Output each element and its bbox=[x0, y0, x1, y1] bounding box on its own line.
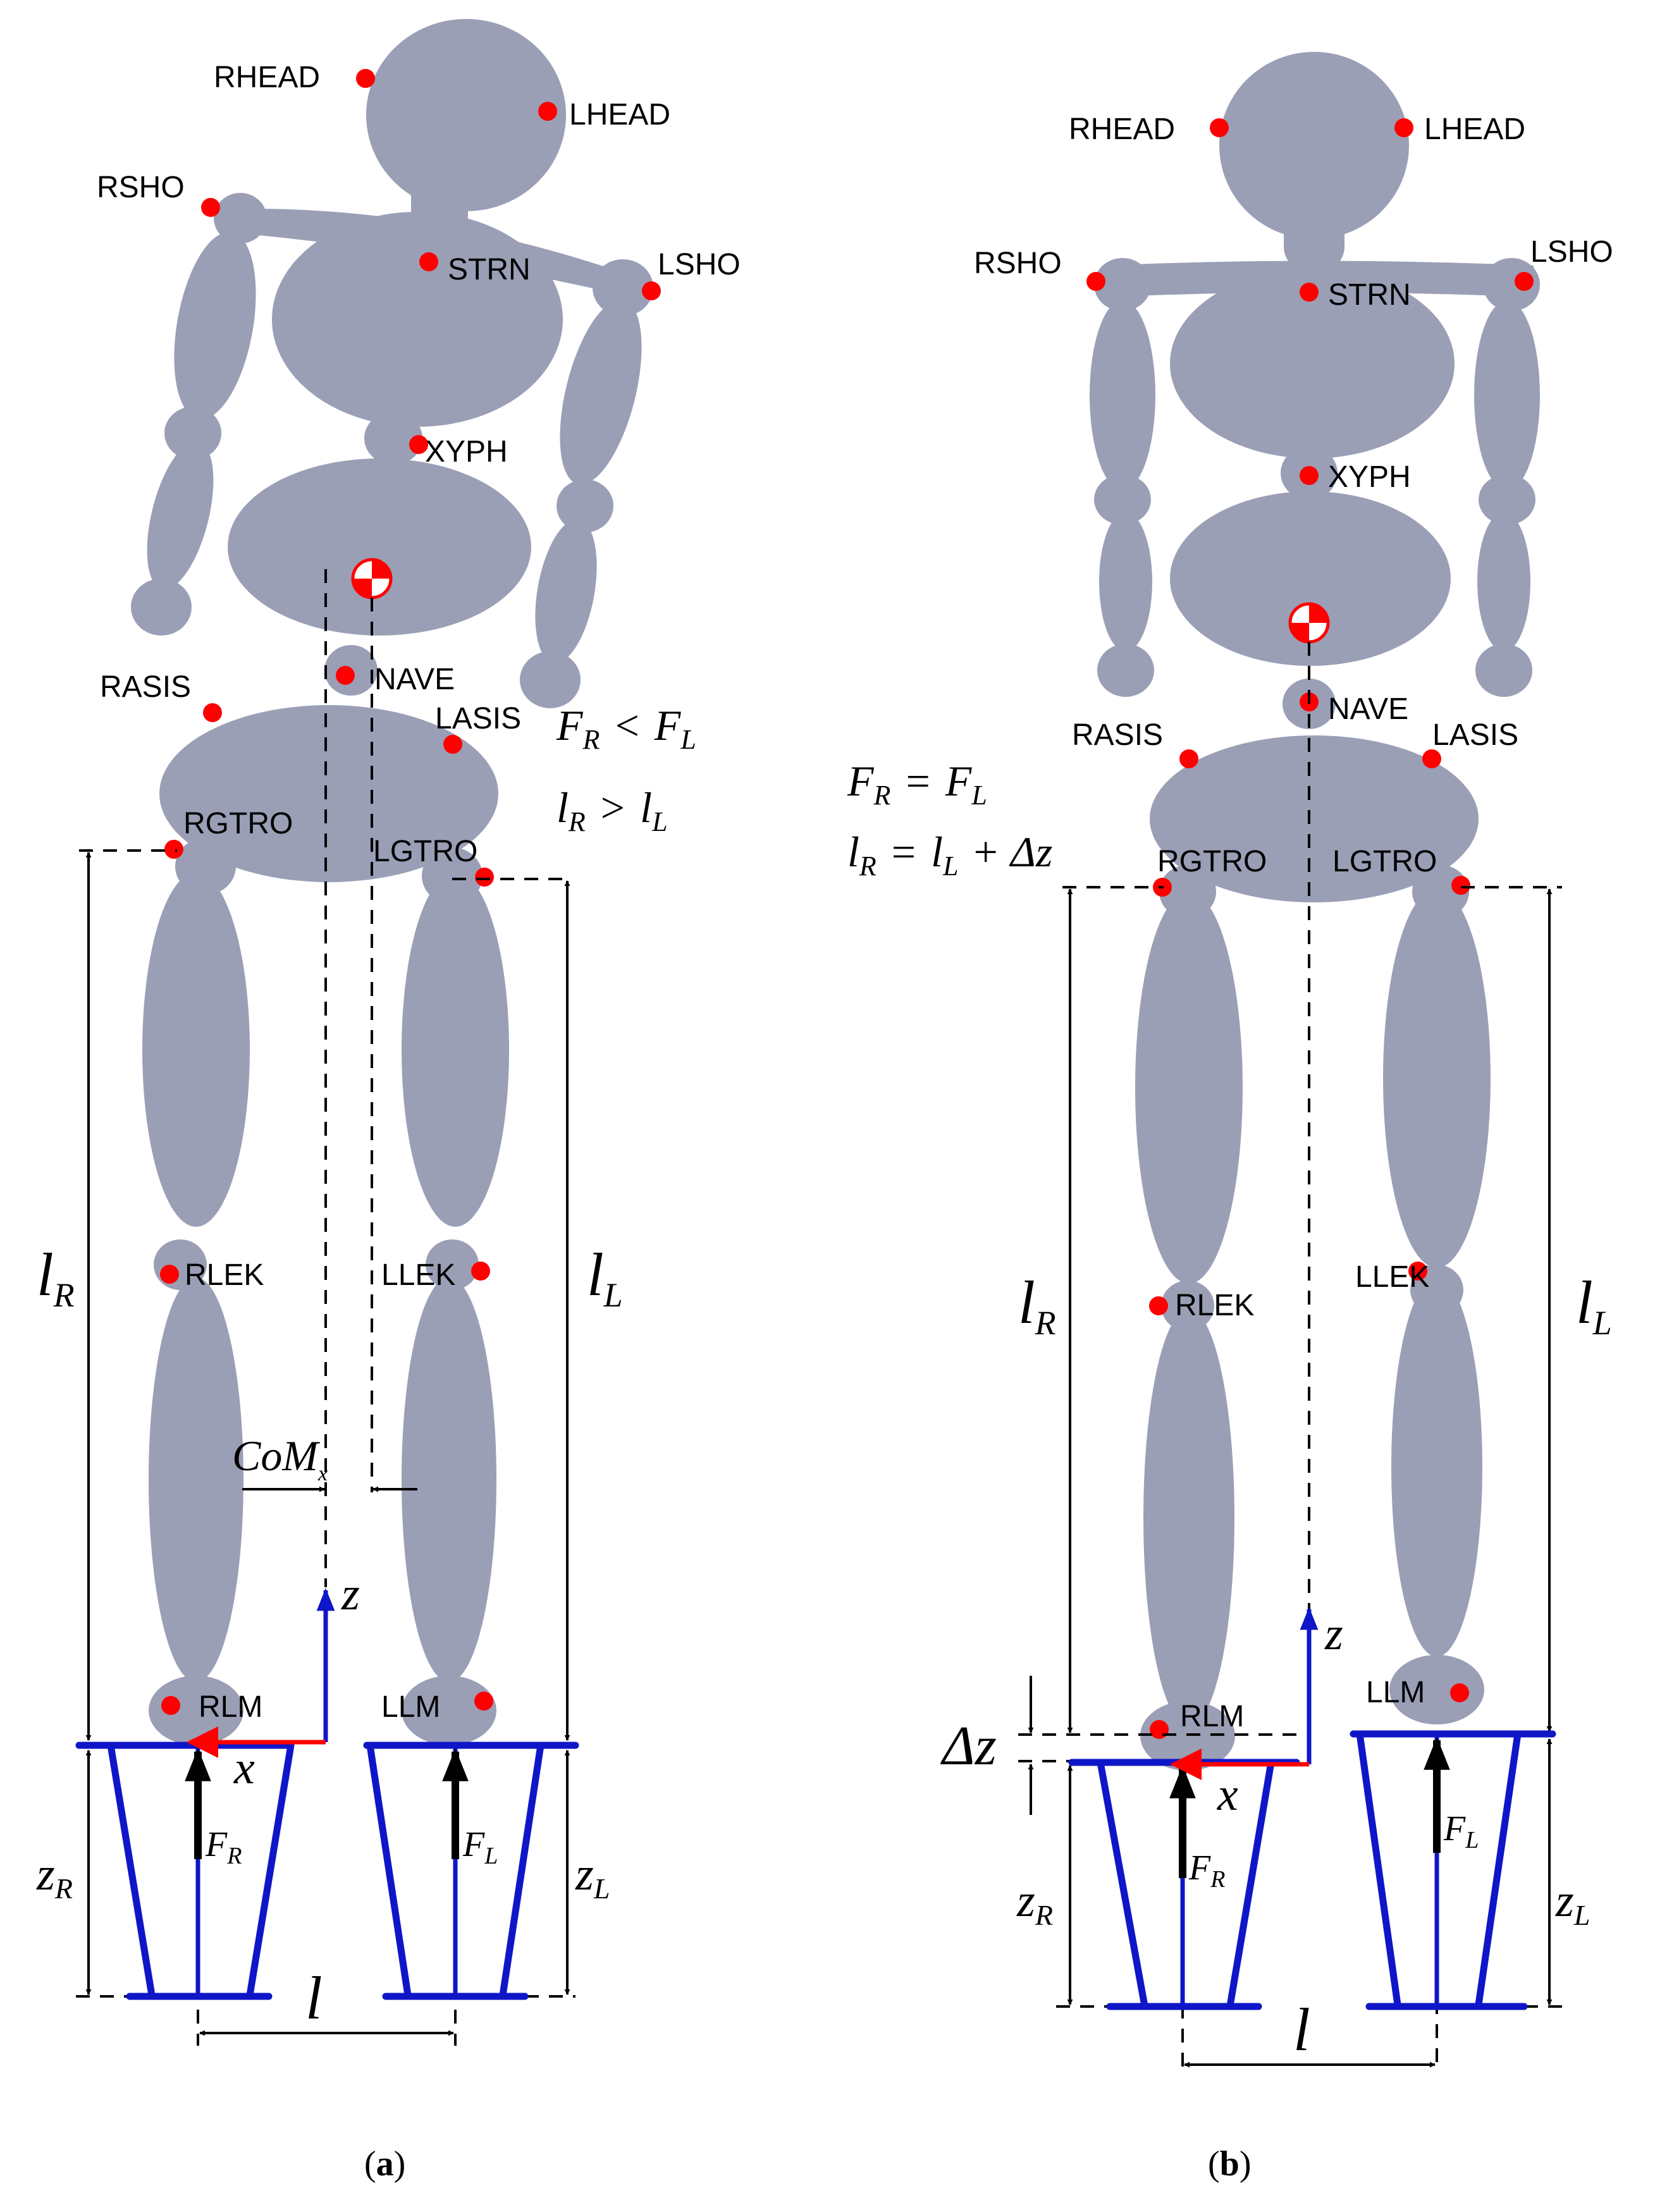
marker-label-xyph: XYPH bbox=[1328, 460, 1411, 494]
marker-label-strn: STRN bbox=[448, 253, 531, 286]
marker-label-llek: LLEK bbox=[1355, 1260, 1429, 1294]
relation-length-a: lR>lL bbox=[557, 783, 668, 837]
marker-label-llm: LLM bbox=[381, 1690, 440, 1724]
marker-label-rsho: RSHO bbox=[97, 171, 185, 204]
panel-b: RHEAD LHEAD RSHO LSHO STRN XYPH NAVE RAS… bbox=[847, 52, 1613, 2184]
humanoid-model-b bbox=[1090, 52, 1540, 1771]
center-of-mass-icon bbox=[351, 558, 393, 599]
label-lL-a: lL bbox=[587, 1241, 623, 1314]
marker-label-rhead: RHEAD bbox=[214, 61, 320, 94]
marker-label-lhead: LHEAD bbox=[1424, 113, 1525, 146]
label-z-axis-b: z bbox=[1324, 1608, 1343, 1660]
label-FR-a: FR bbox=[205, 1825, 242, 1869]
center-of-mass-icon bbox=[1288, 602, 1330, 644]
marker-label-rasis: RASIS bbox=[1072, 718, 1163, 752]
marker-label-llek: LLEK bbox=[381, 1258, 455, 1292]
marker-label-lgtro: LGTRO bbox=[373, 835, 477, 868]
marker-label-rhead: RHEAD bbox=[1069, 113, 1175, 146]
label-FL-b: FL bbox=[1443, 1809, 1479, 1853]
label-l-a: l bbox=[305, 1964, 323, 2032]
label-lR-a: lR bbox=[37, 1241, 75, 1314]
label-lR-b: lR bbox=[1018, 1269, 1056, 1342]
marker-dots-b bbox=[1086, 118, 1534, 1739]
marker-label-lgtro: LGTRO bbox=[1332, 845, 1437, 878]
label-zR-a: zR bbox=[36, 1848, 73, 1905]
marker-label-rlek: RLEK bbox=[1175, 1289, 1254, 1322]
marker-label-rasis: RASIS bbox=[100, 670, 191, 704]
label-x-axis-a: x bbox=[233, 1742, 255, 1794]
force-plate-left-b bbox=[1350, 1730, 1556, 2010]
relation-force-b: FR=FL bbox=[847, 757, 987, 811]
label-x-axis-b: x bbox=[1217, 1769, 1238, 1821]
relation-length-b: lR=lL+Δz bbox=[847, 828, 1052, 882]
marker-label-lsho: LSHO bbox=[1530, 235, 1613, 269]
label-lL-b: lL bbox=[1576, 1269, 1612, 1342]
marker-label-rgtro: RGTRO bbox=[183, 807, 293, 840]
label-FL-a: FL bbox=[462, 1825, 498, 1869]
label-FR-b: FR bbox=[1188, 1848, 1225, 1893]
label-z-axis-a: z bbox=[341, 1568, 360, 1620]
marker-label-xyph: XYPH bbox=[425, 435, 508, 469]
relation-force-a: FR<FL bbox=[556, 701, 696, 755]
caption-b: (b) bbox=[1208, 2144, 1251, 2184]
humanoid-model-a bbox=[131, 19, 653, 1745]
label-zL-a: zL bbox=[575, 1848, 610, 1905]
marker-label-rlek: RLEK bbox=[185, 1258, 264, 1292]
marker-label-rlm: RLM bbox=[199, 1690, 262, 1724]
panel-a: RHEAD LHEAD RSHO LSHO STRN XYPH NAVE RAS… bbox=[36, 19, 741, 2184]
label-com-x: CoMx bbox=[232, 1432, 328, 1485]
label-zL-b: zL bbox=[1555, 1875, 1590, 1931]
caption-a: (a) bbox=[364, 2144, 405, 2184]
marker-label-lhead: LHEAD bbox=[569, 98, 670, 132]
marker-label-llm: LLM bbox=[1366, 1676, 1425, 1709]
marker-label-lsho: LSHO bbox=[658, 248, 741, 281]
label-l-b: l bbox=[1293, 1996, 1310, 2063]
label-delta-z: Δz bbox=[940, 1716, 997, 1777]
marker-label-strn: STRN bbox=[1328, 278, 1411, 312]
marker-label-lasis: LASIS bbox=[1432, 718, 1518, 752]
marker-label-rlm: RLM bbox=[1180, 1700, 1244, 1733]
marker-label-nave: NAVE bbox=[374, 663, 455, 696]
force-plate-right-a bbox=[75, 1742, 295, 2000]
force-plate-left-a bbox=[363, 1742, 579, 2000]
label-zR-b: zR bbox=[1016, 1875, 1053, 1931]
marker-label-rgtro: RGTRO bbox=[1157, 845, 1267, 878]
marker-label-nave: NAVE bbox=[1328, 692, 1408, 726]
marker-label-rsho: RSHO bbox=[974, 247, 1062, 280]
marker-label-lasis: LASIS bbox=[435, 702, 521, 735]
marker-dots-a bbox=[160, 69, 661, 1715]
